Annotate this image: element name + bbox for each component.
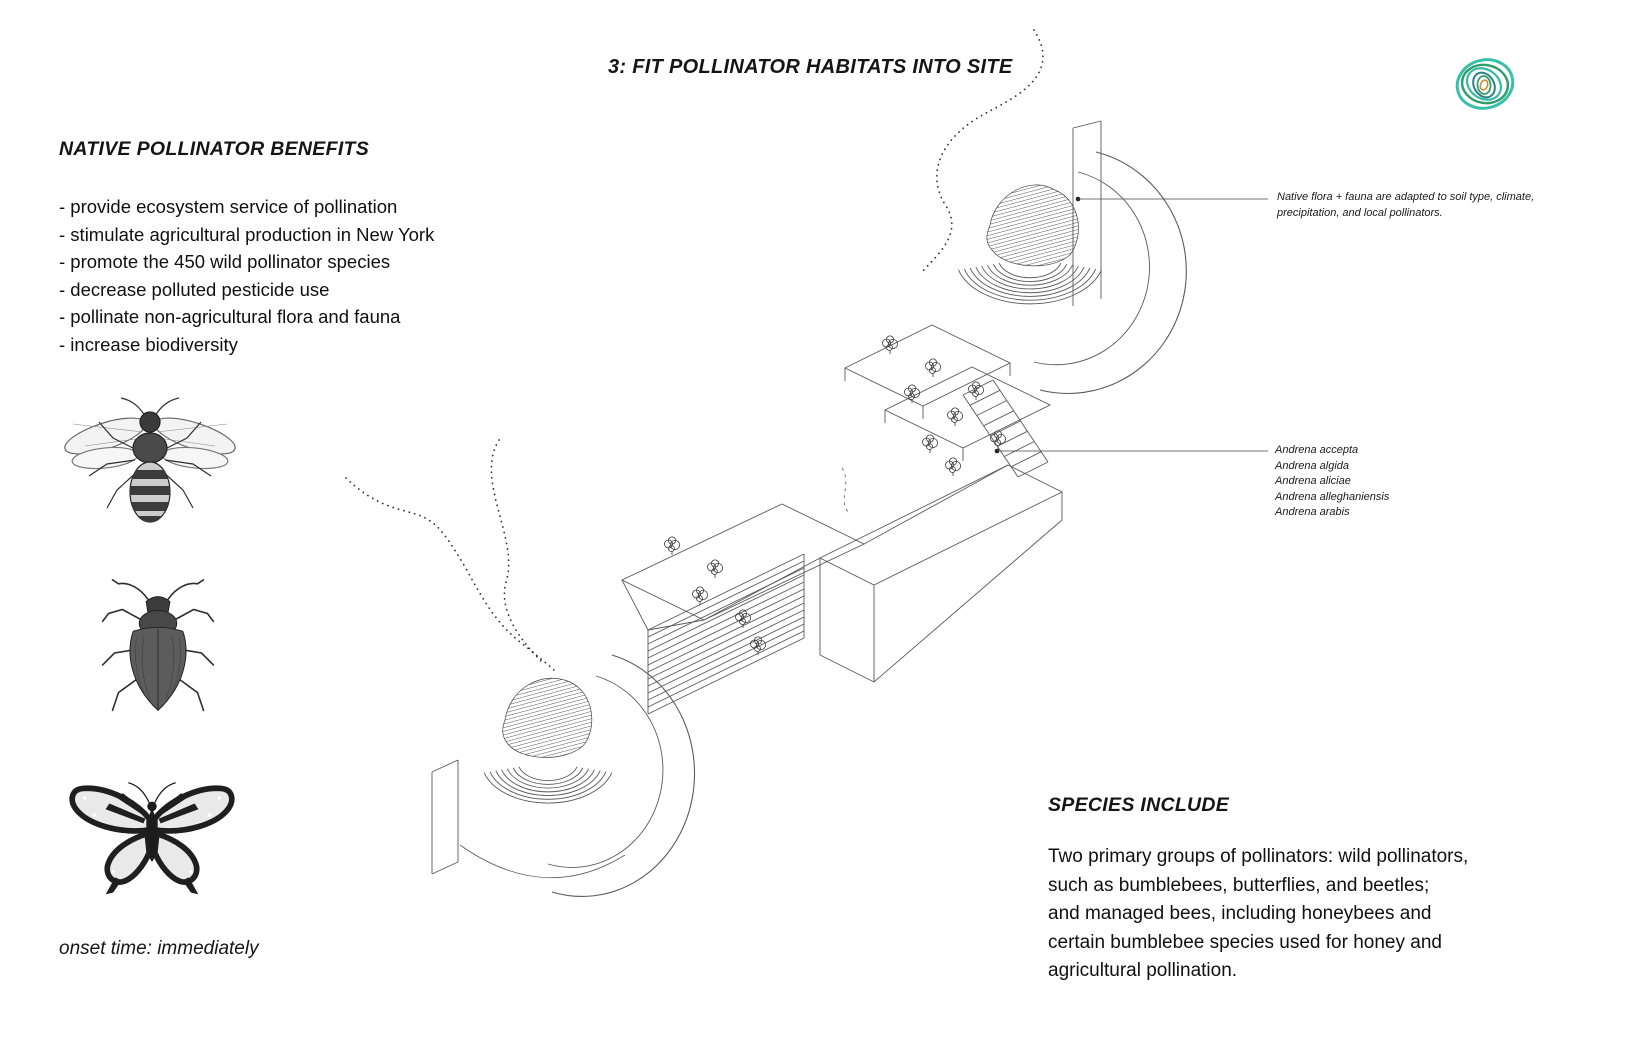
stairs-icon	[962, 379, 1049, 478]
species-heading: SPECIES INCLUDE	[1048, 794, 1230, 816]
spiral-leaf-logo-icon	[1455, 58, 1515, 110]
plant-icon	[947, 407, 963, 427]
plant-icon	[707, 559, 723, 579]
terrace-block-upper	[703, 324, 1052, 621]
butterfly-icon	[58, 782, 246, 902]
benefits-section: NATIVE POLLINATOR BENEFITS - provide eco…	[59, 138, 434, 359]
benefit-item: - stimulate agricultural production in N…	[59, 223, 435, 245]
species-body-line: agricultural pollination.	[1048, 960, 1238, 981]
page-title: 3: FIT POLLINATOR HABITATS INTO SITE	[608, 56, 1013, 78]
planting-hatch-top	[986, 184, 1079, 267]
annotation-species-list: Andrena accepta Andrena algida Andrena a…	[1275, 443, 1389, 521]
spiral-leaf-logo	[1452, 54, 1520, 118]
benefit-item: - decrease polluted pesticide use	[59, 278, 330, 300]
bee-icon	[64, 397, 236, 523]
plant-icon	[664, 536, 680, 556]
species-section: SPECIES INCLUDE Two primary groups of po…	[1048, 794, 1578, 986]
leader-lines	[994, 196, 1268, 454]
pollinator-flight-path-icon	[345, 29, 1044, 671]
roof-plane	[818, 464, 1064, 683]
spiral-habitat-mound-bottom	[431, 654, 696, 897]
benefit-item: - provide ecosystem service of pollinati…	[59, 196, 398, 217]
beetle-illustration	[88, 566, 228, 744]
plant-icon	[945, 457, 961, 477]
species-body-line: Two primary groups of pollinators: wild …	[1048, 846, 1469, 867]
annotation-flora-line: Native flora + fauna are adapted to soil…	[1277, 191, 1535, 203]
beetle-icon	[101, 579, 215, 712]
annotation-flora-line: precipitation, and local pollinators.	[1277, 206, 1443, 219]
annotation-flora: Native flora + fauna are adapted to soil…	[1277, 190, 1557, 221]
terrace-plants-upper	[882, 335, 1006, 477]
species-body-line: and managed bees, including honeybees an…	[1048, 903, 1432, 924]
terrace-block-lower	[620, 503, 866, 715]
plant-icon	[735, 609, 751, 629]
annotation-species-item: Andrena accepta	[1275, 444, 1359, 456]
onset-note: onset time: immediately	[59, 938, 259, 959]
plant-icon	[925, 358, 941, 378]
terrace-plants-lower	[664, 536, 766, 656]
plant-icon	[922, 434, 938, 454]
planting-hatch-bottom	[502, 677, 593, 758]
annotation-species-item: Andrena algida	[1275, 459, 1350, 472]
species-body: Two primary groups of pollinators: wild …	[1048, 843, 1578, 986]
benefit-item: - pollinate non-agricultural flora and f…	[59, 306, 401, 328]
benefit-item: - promote the 450 wild pollinator specie…	[59, 251, 391, 273]
species-body-line: such as bumblebees, butterflies, and bee…	[1048, 874, 1430, 896]
annotation-species-item: Andrena aliciae	[1275, 475, 1351, 487]
plant-icon	[882, 335, 898, 355]
spiral-habitat-mound-top	[958, 120, 1187, 395]
butterfly-illustration	[58, 760, 246, 902]
bee-illustration	[52, 388, 248, 548]
benefits-list: - provide ecosystem service of pollinati…	[59, 193, 434, 359]
annotation-species-item: Andrena arabis	[1275, 506, 1350, 518]
annotation-species-item: Andrena alleghaniensis	[1275, 490, 1390, 503]
benefit-item: - increase biodiversity	[59, 333, 238, 355]
species-body-line: certain bumblebee species used for honey…	[1048, 931, 1442, 953]
benefits-heading: NATIVE POLLINATOR BENEFITS	[59, 138, 370, 160]
